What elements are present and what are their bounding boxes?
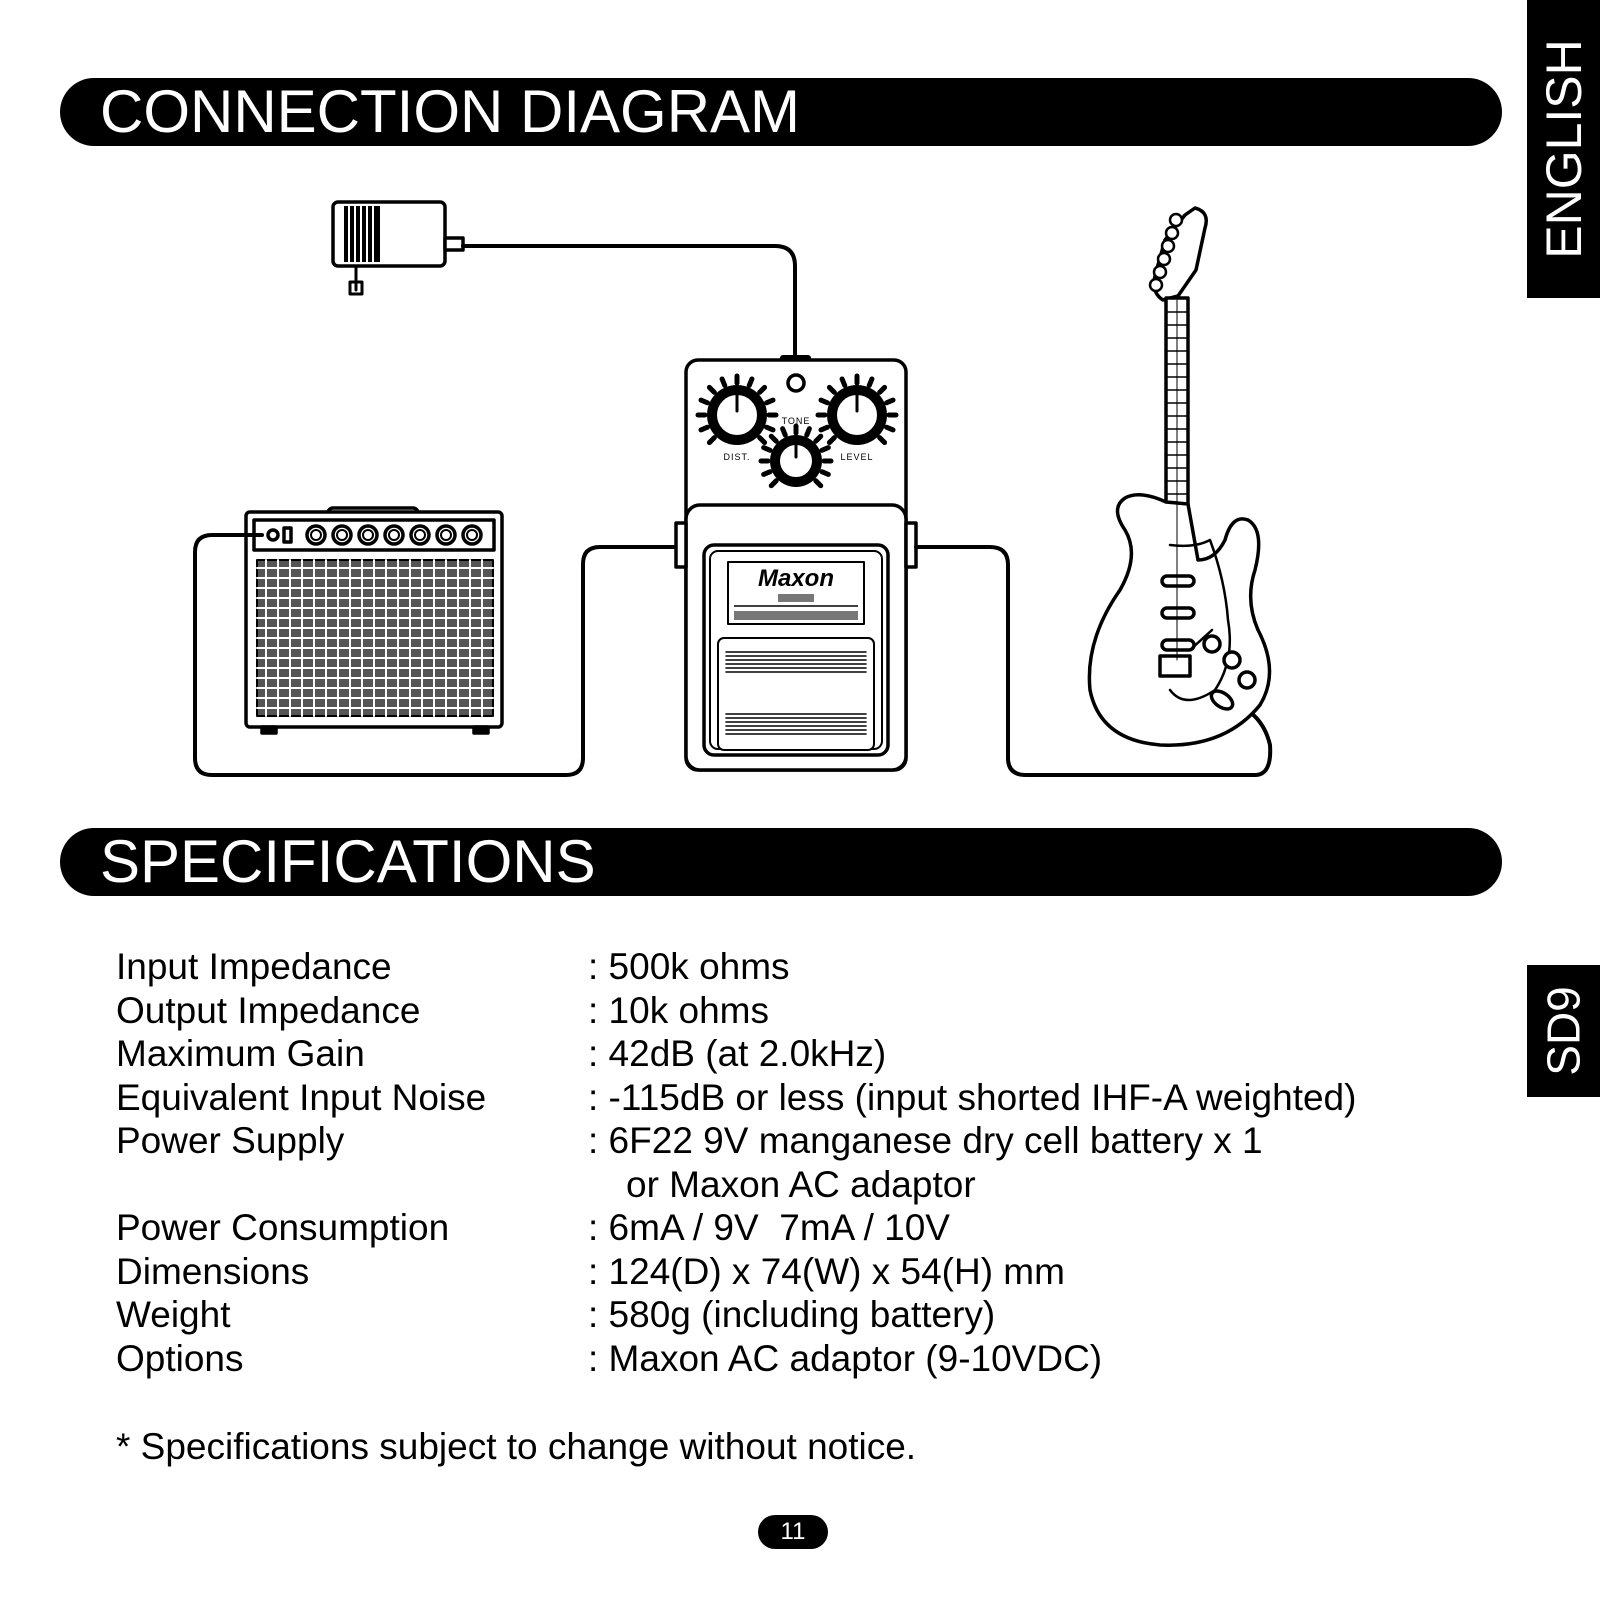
spec-row: Output Impedance : 10k ohms xyxy=(116,989,1356,1033)
spec-value: : 500k ohms xyxy=(588,946,790,987)
spec-value: : 42dB (at 2.0kHz) xyxy=(588,1033,887,1074)
spec-row: Options : Maxon AC adaptor (9-10VDC) xyxy=(116,1337,1356,1381)
connection-diagram: TONE DIST. LEVEL Maxon xyxy=(193,200,1273,777)
dist-knob-label: DIST. xyxy=(723,452,750,462)
pedal-brand-logo: Maxon xyxy=(758,565,834,592)
amp-cable xyxy=(193,533,680,777)
power-cable xyxy=(461,244,797,362)
spec-label: Options xyxy=(116,1337,244,1379)
tone-knob-label: TONE xyxy=(782,416,811,426)
spec-row: Power Consumption : 6mA / 9V 7mA / 10V xyxy=(116,1206,1356,1250)
spec-label: Maximum Gain xyxy=(116,1033,365,1074)
model-tab: SD9 xyxy=(1527,965,1600,1097)
spec-row: Equivalent Input Noise : -115dB or less … xyxy=(116,1076,1356,1120)
amplifier-icon xyxy=(244,506,504,735)
guitar-cable xyxy=(914,545,1273,777)
spec-label: Power Supply xyxy=(116,1120,345,1161)
spec-row: Power Supply : 6F22 9V manganese dry cel… xyxy=(116,1119,1356,1163)
specifications-table: Input Impedance : 500k ohms Output Imped… xyxy=(116,945,1356,1380)
distortion-pedal-icon xyxy=(674,355,918,772)
spec-row: Dimensions : 124(D) x 74(W) x 54(H) mm xyxy=(116,1250,1356,1294)
spec-row: Weight : 580g (including battery) xyxy=(116,1293,1356,1337)
spec-value-continuation: or Maxon AC adaptor xyxy=(626,1163,976,1205)
page-number: 11 xyxy=(758,1515,828,1549)
spec-label: Input Impedance xyxy=(116,946,392,987)
spec-label: Dimensions xyxy=(116,1250,310,1292)
level-knob-label: LEVEL xyxy=(840,452,873,462)
spec-value: : 10k ohms xyxy=(588,989,769,1031)
spec-label: Power Consumption xyxy=(116,1207,450,1248)
spec-value: : 124(D) x 74(W) x 54(H) mm xyxy=(588,1250,1065,1292)
spec-label: Output Impedance xyxy=(116,989,421,1031)
spec-value: : -115dB or less (input shorted IHF-A we… xyxy=(588,1076,1357,1118)
spec-value: : 580g (including battery) xyxy=(588,1294,996,1335)
spec-row: Maximum Gain : 42dB (at 2.0kHz) xyxy=(116,1032,1356,1076)
spec-value: : Maxon AC adaptor (9-10VDC) xyxy=(588,1337,1103,1379)
spec-label: Equivalent Input Noise xyxy=(116,1076,487,1118)
model-tab-label: SD9 xyxy=(1537,986,1590,1076)
specifications-heading: SPECIFICATIONS xyxy=(60,828,1502,896)
connection-diagram-heading: CONNECTION DIAGRAM xyxy=(60,78,1502,146)
spec-value: : 6mA / 9V 7mA / 10V xyxy=(588,1207,950,1248)
spec-value: : 6F22 9V manganese dry cell battery x 1 xyxy=(588,1120,1263,1161)
spec-row: Input Impedance : 500k ohms xyxy=(116,945,1356,989)
specifications-footnote: * Specifications subject to change witho… xyxy=(116,1426,917,1467)
electric-guitar-icon xyxy=(1087,206,1272,747)
spec-label: Weight xyxy=(116,1294,231,1335)
ac-adaptor-icon xyxy=(331,200,465,296)
language-tab-label: ENGLISH xyxy=(1535,39,1592,259)
language-tab: ENGLISH xyxy=(1527,0,1600,298)
